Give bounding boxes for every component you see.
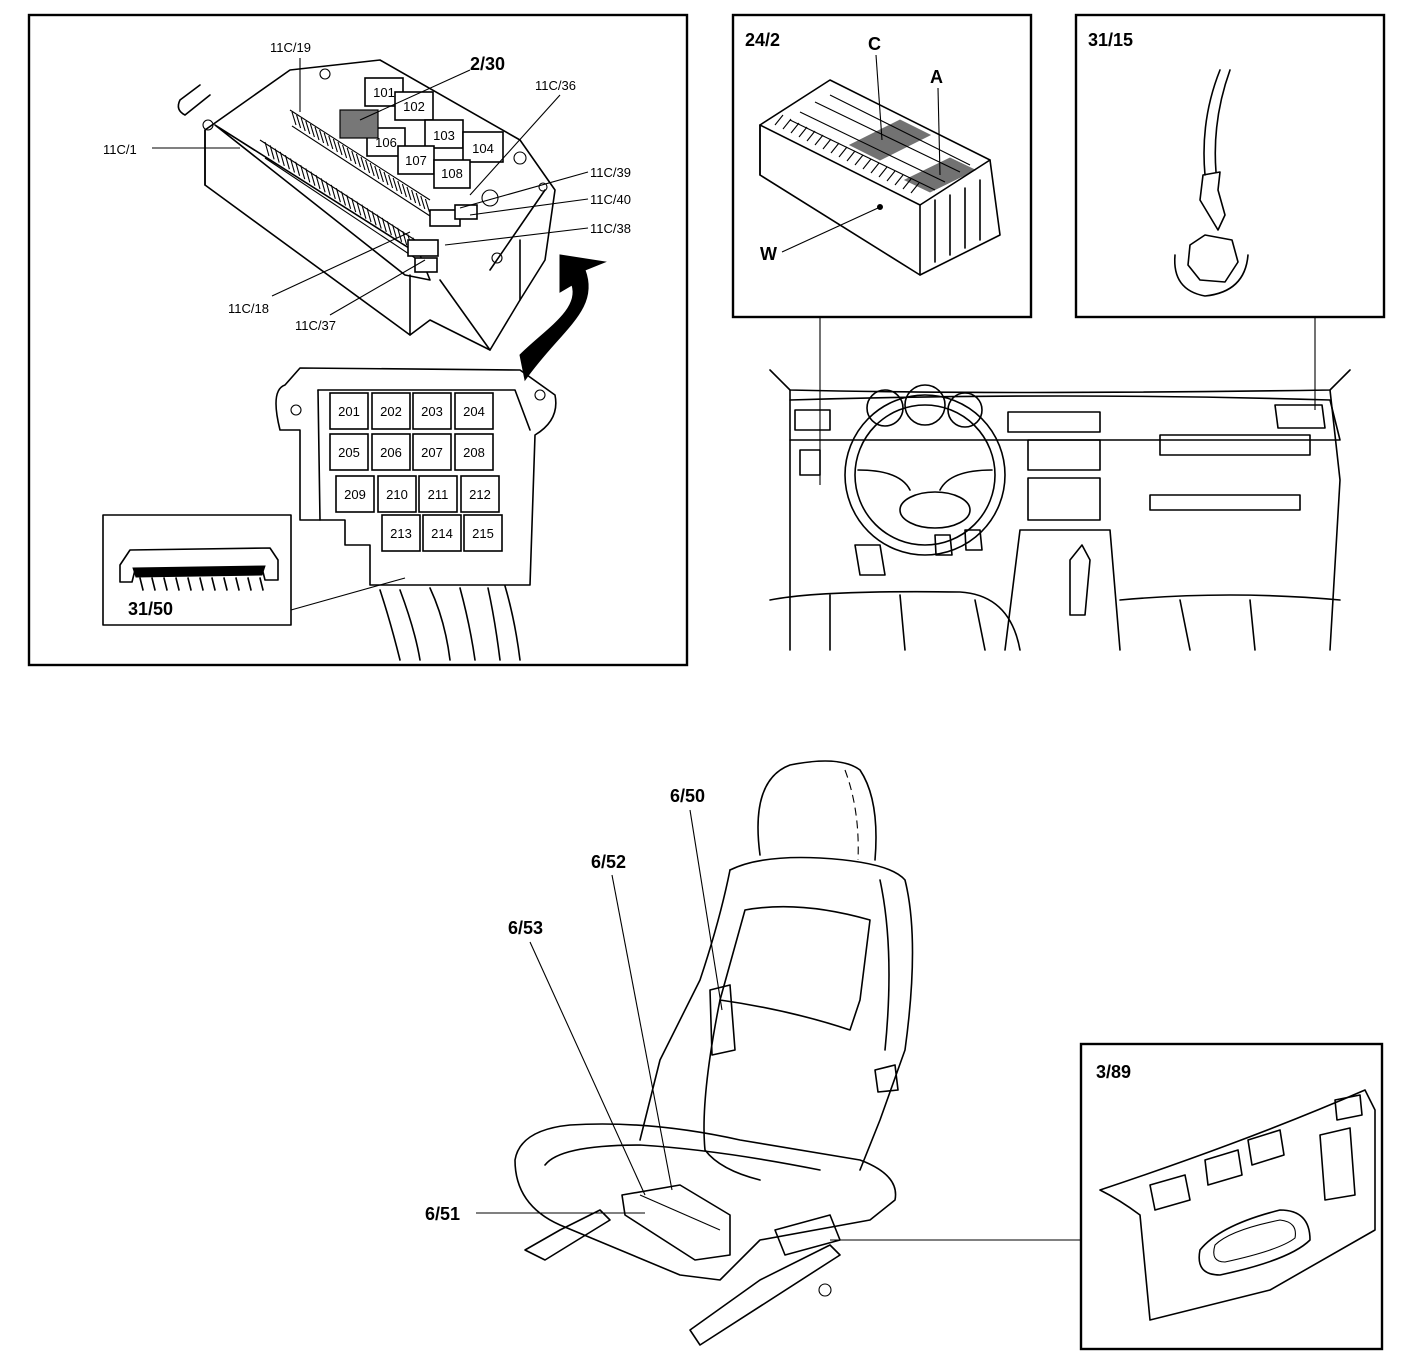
seat-illustration: 6/50 6/52 6/53 6/51 — [425, 760, 1080, 1346]
lower-relay-blocks: 201 202 203 204 205 206 207 208 209 210 211 212 213 2… — [329, 392, 503, 552]
upper-relay-box: 101 102 103 104 106 107 108 — [177, 59, 556, 351]
ground-31-15-title: 31/15 — [1088, 30, 1133, 50]
relay-label: 208 — [463, 445, 485, 460]
relay-label: 104 — [472, 141, 494, 156]
relay-label: 212 — [469, 487, 491, 502]
relay-label: 210 — [386, 487, 408, 502]
relay-204: 204 — [454, 392, 494, 430]
connector-31-50-inset: 31/50 — [102, 514, 406, 626]
relay-label: 209 — [344, 487, 366, 502]
connector-31-50-label: 31/50 — [128, 599, 173, 619]
relay-203: 203 — [412, 392, 452, 430]
connector-inset-frame — [102, 514, 292, 626]
relay-label: 214 — [431, 526, 453, 541]
switch-3-89-title: 3/89 — [1096, 1062, 1131, 1082]
callout-11c-40: 11C/40 — [590, 192, 631, 207]
callout-11c-18: 11C/18 — [228, 301, 269, 316]
relay-label: 204 — [463, 404, 485, 419]
callout-11c-36: 11C/36 — [535, 78, 576, 93]
relay-label: 211 — [428, 487, 449, 502]
module-24-2-title: 24/2 — [745, 30, 780, 50]
relay-label: 107 — [405, 153, 427, 168]
flip-arrow — [519, 254, 607, 382]
callout-6-53: 6/53 — [508, 918, 543, 938]
ground-31-15-frame — [1074, 13, 1386, 319]
fuse-box-frame — [27, 13, 689, 667]
callout-11c-39: 11C/39 — [590, 165, 631, 180]
relay-label: 101 — [373, 85, 395, 100]
dashboard-illustration — [769, 369, 1351, 651]
callout-a: A — [930, 67, 943, 87]
callout-2-30: 2/30 — [470, 54, 505, 74]
relay-213: 213 — [381, 514, 421, 552]
relay-label: 213 — [390, 526, 412, 541]
relay-label: 103 — [433, 128, 455, 143]
upper-relay-blocks: 101 102 103 104 106 107 108 — [339, 77, 504, 189]
relay-202: 202 — [371, 392, 411, 430]
relay-211: 211 — [418, 475, 458, 513]
callout-6-51: 6/51 — [425, 1204, 460, 1224]
relay-205: 205 — [329, 433, 369, 471]
callout-w: W — [760, 244, 777, 264]
relay-label: 106 — [375, 135, 397, 150]
switch-3-89-panel: 3/89 — [1079, 1042, 1384, 1351]
callout-11c-1: 11C/1 — [103, 142, 137, 157]
relay-label: 203 — [421, 404, 443, 419]
relay-label: 108 — [441, 166, 463, 181]
relay-label: 215 — [472, 526, 494, 541]
relay-label: 201 — [338, 404, 360, 419]
relay-label: 202 — [380, 404, 402, 419]
relay-201: 201 — [329, 392, 369, 430]
relay-210: 210 — [377, 475, 417, 513]
relay-label: 102 — [403, 99, 425, 114]
relay-label: 205 — [338, 445, 360, 460]
lower-relay-box: 201 202 203 204 205 206 207 208 209 210 211 212 213 2… — [275, 367, 557, 661]
callout-11c-38: 11C/38 — [590, 221, 631, 236]
switch-3-89-frame — [1079, 1042, 1384, 1351]
module-24-2-panel: 24/2 C A W — [731, 13, 1033, 319]
relay-209: 209 — [335, 475, 375, 513]
callout-6-52: 6/52 — [591, 852, 626, 872]
relay-207: 207 — [412, 433, 452, 471]
relay-206: 206 — [371, 433, 411, 471]
upper-box-callouts: 11C/19 2/30 11C/36 11C/1 11C/39 11C/40 1… — [103, 40, 631, 333]
ground-31-15-panel: 31/15 — [1074, 13, 1386, 319]
relay-212: 212 — [460, 475, 500, 513]
relay-214: 214 — [422, 514, 462, 552]
relay-215: 215 — [463, 514, 503, 552]
callout-11c-37: 11C/37 — [295, 318, 336, 333]
fuse-relay-box-panel: 101 102 103 104 106 107 108 11C/19 — [27, 13, 689, 667]
callout-11c-19: 11C/19 — [270, 40, 311, 55]
relay-208: 208 — [454, 433, 494, 471]
module-24-2-frame — [731, 13, 1033, 319]
relay-label: 207 — [421, 445, 443, 460]
callout-6-50: 6/50 — [670, 786, 705, 806]
relay-label: 206 — [380, 445, 402, 460]
callout-c: C — [868, 34, 881, 54]
